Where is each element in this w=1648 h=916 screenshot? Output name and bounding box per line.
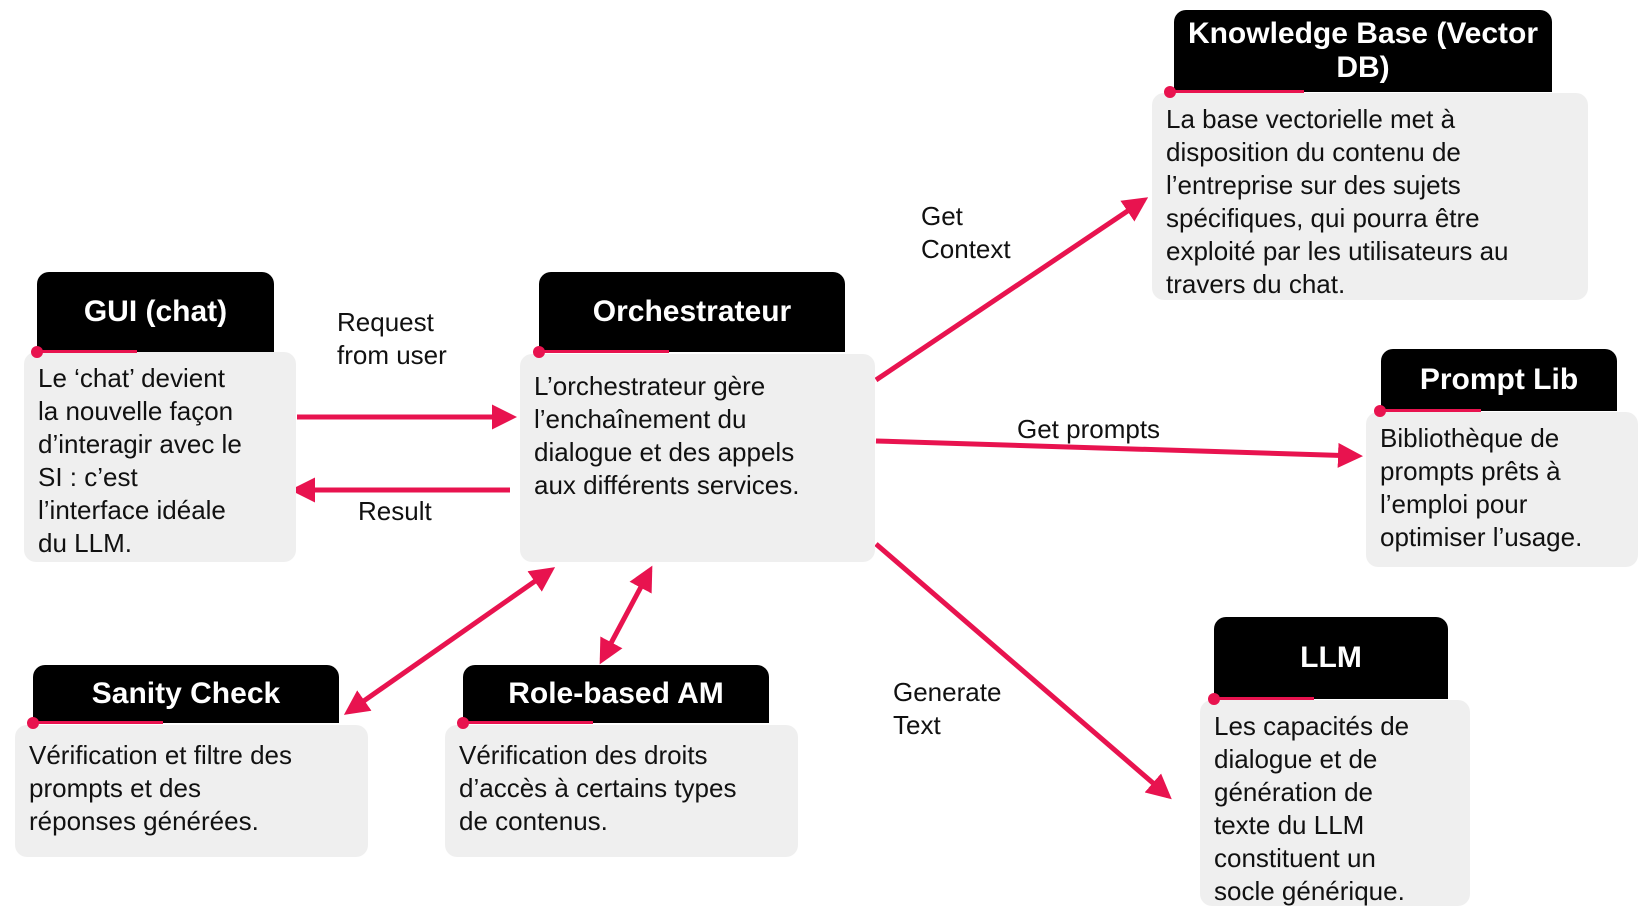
prompt-lib-dot xyxy=(1374,405,1386,417)
arrow-role-based-am xyxy=(599,565,653,665)
knowledge-base-dot xyxy=(1164,86,1176,98)
gui-chat-accent xyxy=(37,350,137,353)
llm-dot xyxy=(1208,693,1220,705)
orchestrateur-description: L’orchestrateur gère l’enchaînement du d… xyxy=(520,354,875,562)
edge-label-get-context: Get Context xyxy=(921,201,1011,264)
prompt-lib-title: Prompt Lib xyxy=(1381,349,1617,411)
arrow-get-prompts xyxy=(875,438,1363,468)
role-based-am-description: Vérification des droits d’accès à certai… xyxy=(445,725,798,857)
role-based-am-title: Role-based AM xyxy=(463,665,769,723)
edge-label-generate-text: Generate Text xyxy=(893,677,1002,740)
prompt-lib-accent xyxy=(1381,409,1481,412)
edge-label-get-prompts: Get prompts xyxy=(1017,414,1161,444)
role-based-am-accent xyxy=(463,721,593,724)
knowledge-base-title: Knowledge Base (Vector DB) xyxy=(1174,10,1552,92)
arrow-sanity-check xyxy=(343,567,556,715)
sanity-check-accent xyxy=(33,721,163,724)
prompt-lib-description: Bibliothèque de prompts prêts à l’emploi… xyxy=(1366,412,1638,567)
knowledge-base-accent xyxy=(1174,90,1304,93)
llm-accent xyxy=(1214,697,1314,700)
sanity-check-description: Vérification et filtre des prompts et de… xyxy=(15,725,368,857)
gui-chat-dot xyxy=(31,346,43,358)
llm-description: Les capacités de dialogue et de générati… xyxy=(1200,700,1470,906)
arrow-generate-text xyxy=(874,542,1172,800)
edge-label-request: Request from user xyxy=(337,307,447,370)
gui-chat-title: GUI (chat) xyxy=(37,272,274,352)
arrow-get-context xyxy=(874,197,1149,383)
orchestrateur-dot xyxy=(533,346,545,358)
llm-title: LLM xyxy=(1214,617,1448,699)
role-based-am-dot xyxy=(457,717,469,729)
sanity-check-dot xyxy=(27,717,39,729)
knowledge-base-description: La base vectorielle met à disposition du… xyxy=(1152,93,1588,300)
edge-label-result: Result xyxy=(358,496,432,526)
sanity-check-title: Sanity Check xyxy=(33,665,339,723)
gui-chat-description: Le ‘chat’ devient la nouvelle façon d’in… xyxy=(24,352,296,562)
orchestrateur-title: Orchestrateur xyxy=(539,272,845,352)
orchestrateur-accent xyxy=(539,350,669,353)
